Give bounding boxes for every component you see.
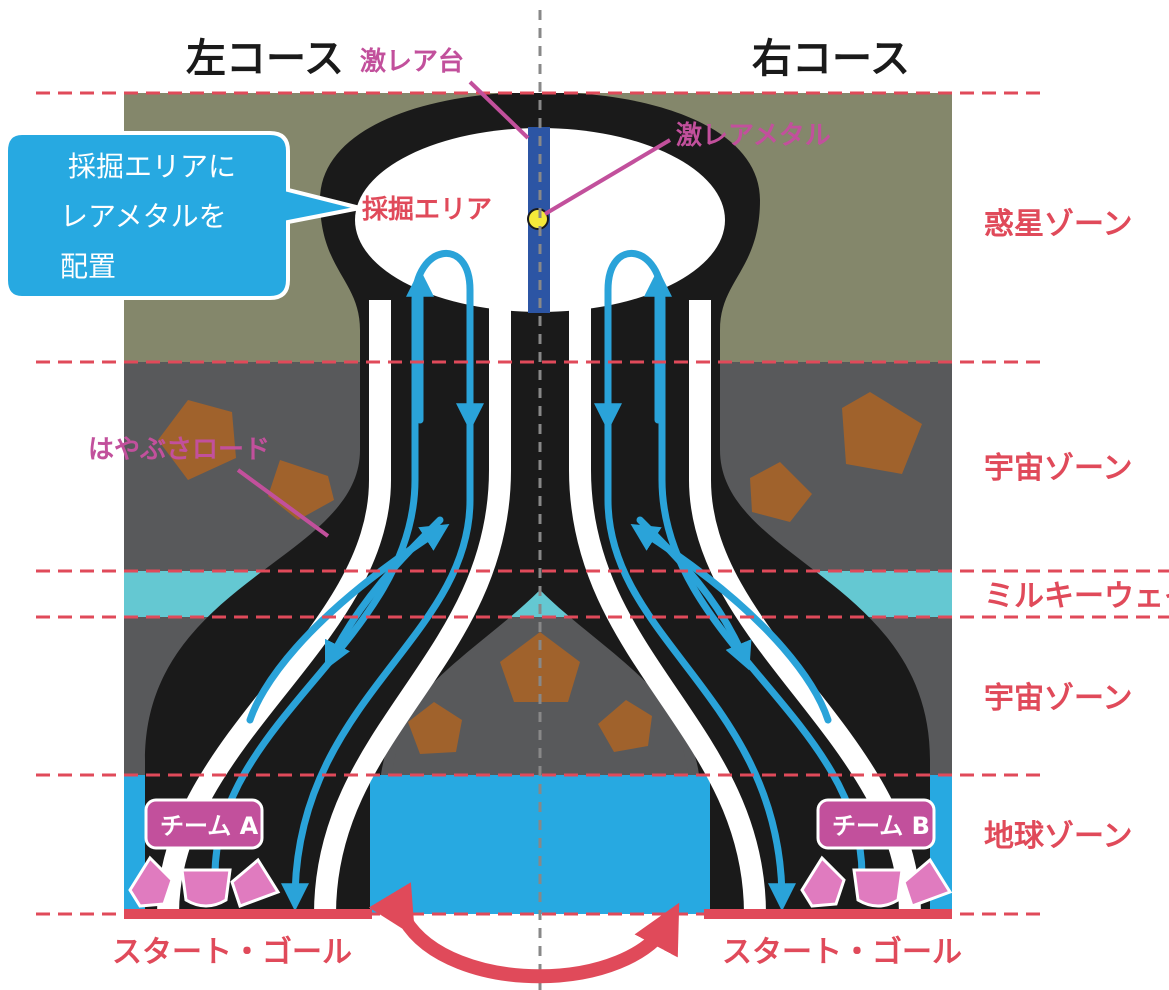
start-goal-bar-right (704, 909, 952, 919)
left-route-arrows (211, 249, 484, 912)
start-goal-label-left: スタート・ゴール (112, 935, 352, 970)
course-title-left: 左コース (186, 36, 344, 82)
course-title-right: 右コース (752, 36, 910, 82)
asteroid-icon (158, 400, 236, 480)
note-callout (4, 131, 361, 300)
asteroids (158, 392, 922, 522)
double-arrow-icon (368, 882, 680, 984)
asteroid-icon (842, 392, 922, 474)
mining-area-label: 採掘エリア (362, 195, 492, 225)
robot-icon (128, 855, 281, 908)
super-rare-metal (527, 208, 549, 230)
robot-icon (800, 855, 953, 908)
zone-label-planet: 惑星ゾーン (984, 207, 1133, 242)
super-rare-metal-label: 激レアメタル (676, 120, 831, 151)
team-a-badge (144, 798, 264, 850)
asteroid-icon (408, 702, 462, 754)
asteroid-icon (750, 462, 812, 522)
zone-label-space-upper: 宇宙ゾーン (984, 451, 1133, 486)
zone-label-milky-way: ミルキーウェイ (984, 579, 1169, 614)
right-route-arrows (594, 249, 866, 912)
team-b-badge (816, 798, 936, 850)
zone-label-earth: 地球ゾーン (984, 819, 1133, 854)
note-line-2: レアメタルを (60, 200, 227, 233)
asteroid-icon (598, 700, 652, 752)
zone-label-space-lower: 宇宙ゾーン (984, 681, 1133, 716)
start-goal-bar-left (124, 909, 372, 919)
note-line-1: 採掘エリアに (68, 150, 236, 183)
team-b-label: チーム B (832, 812, 930, 840)
team-a-label: チーム A (160, 812, 259, 840)
hayabusa-road-label: はやぶさロード (88, 435, 270, 465)
callout-lines (236, 80, 672, 538)
note-line-3: 配置 (60, 250, 116, 283)
super-rare-stand-label: 激レア台 (360, 46, 464, 77)
start-goal-label-right: スタート・ゴール (722, 935, 962, 970)
